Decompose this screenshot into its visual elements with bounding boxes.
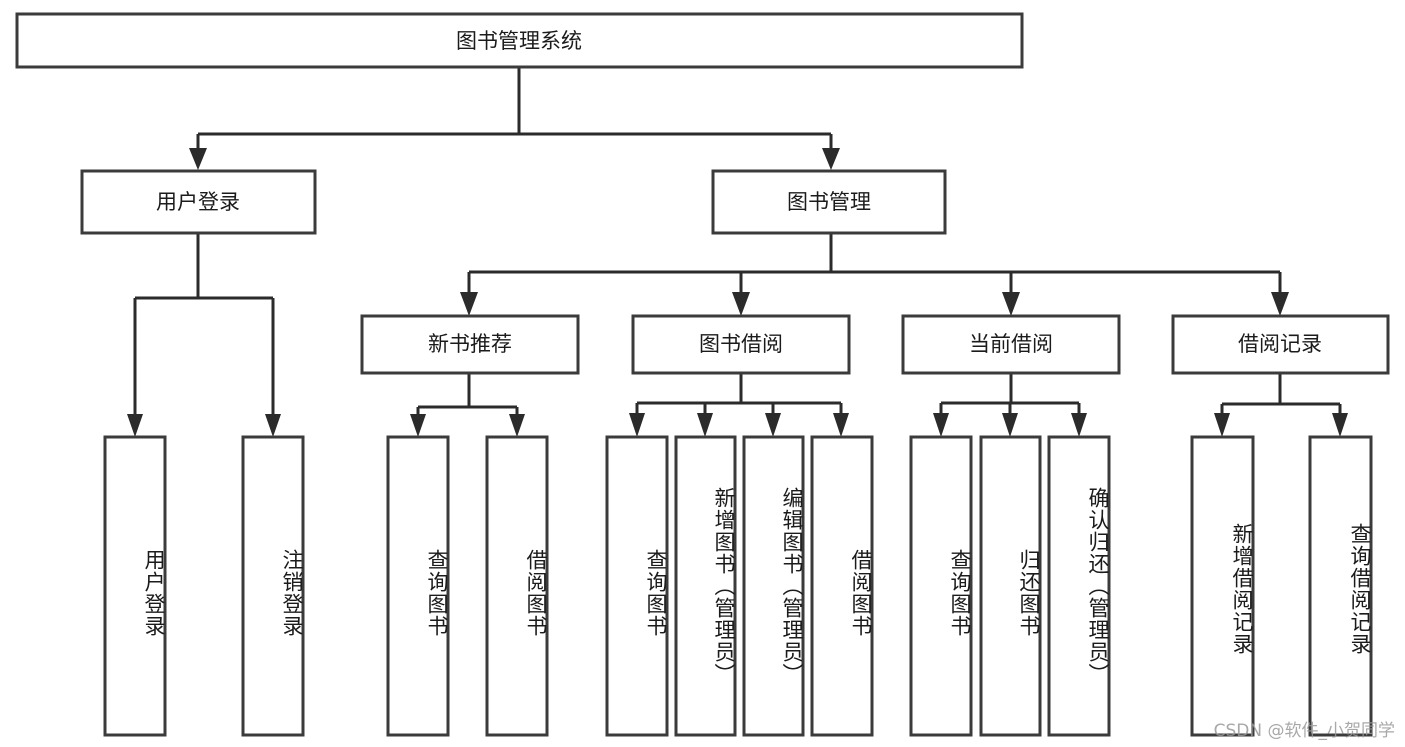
node-box-leaf-current-borrow-3[interactable] [1047,435,1111,737]
arrow-head-borrow-record-leaf-2 [1332,413,1348,437]
node-box-leaf-user-login-2[interactable] [241,435,305,737]
node-label-new-book-recommend: 新书推荐 [428,332,512,356]
node-box-leaf-current-borrow-1[interactable] [909,435,973,737]
node-box-leaf-book-borrow-1[interactable] [605,435,669,737]
arrow-head-to-book-manage [822,148,840,170]
connector-group-current-borrow-to-leaves [933,374,1087,437]
arrow-head-borrow-record-leaf-1 [1214,413,1230,437]
node-box-leaf-book-borrow-4[interactable] [810,435,874,737]
arrow-head-book-borrow-leaf-1 [629,413,645,437]
arrow-head-current-borrow-leaf-3 [1071,413,1087,437]
connector-group-book-borrow-to-leaves [629,374,849,437]
node-box-book-manage[interactable] [711,169,947,235]
node-box-leaf-new-book-2[interactable] [485,435,549,737]
arrow-head-to-book-borrow [732,292,750,316]
node-box-root[interactable] [15,12,1024,69]
node-box-leaf-borrow-record-2[interactable] [1308,435,1373,737]
arrow-head-user-login-leaf-2 [265,414,281,437]
node-label-root: 图书管理系统 [456,29,582,53]
arrow-head-book-borrow-leaf-4 [833,413,849,437]
arrow-head-to-borrow-record [1271,292,1289,316]
node-label-borrow-record: 借阅记录 [1238,332,1322,356]
node-box-current-borrow[interactable] [901,314,1121,375]
arrow-head-current-borrow-leaf-2 [1002,413,1018,437]
arrow-head-user-login-leaf-1 [127,414,143,437]
node-label-book-borrow: 图书借阅 [699,332,783,356]
node-box-leaf-new-book-1[interactable] [386,435,450,737]
node-box-new-book-recommend[interactable] [360,314,580,375]
node-box-leaf-book-borrow-2[interactable] [674,435,737,737]
arrow-head-current-borrow-leaf-1 [933,413,949,437]
arrow-head-new-book-leaf-2 [509,414,525,437]
node-box-borrow-record[interactable] [1171,314,1390,375]
node-box-book-borrow[interactable] [631,314,851,375]
arrow-head-to-new-book-recommend [460,292,478,316]
node-box-leaf-current-borrow-2[interactable] [979,435,1042,737]
node-box-user-login[interactable] [80,169,317,235]
node-box-leaf-book-borrow-3[interactable] [742,435,805,737]
connector-group-book-manage-to-level3 [460,233,1289,316]
arrow-head-book-borrow-leaf-3 [765,413,781,437]
node-label-current-borrow: 当前借阅 [969,332,1053,356]
node-box-leaf-borrow-record-1[interactable] [1190,435,1255,737]
connector-group-root-to-level2 [189,67,840,170]
csdn-watermark: CSDN @软件_小贺同学 [1213,721,1395,741]
node-label-user-login: 用户登录 [156,190,240,214]
arrow-head-book-borrow-leaf-2 [697,413,713,437]
arrow-head-to-current-borrow [1002,292,1020,316]
connector-group-user-login-to-leaves [127,233,281,437]
node-label-book-manage: 图书管理 [787,190,871,214]
connector-group-borrow-record-to-leaves [1214,374,1348,437]
arrow-head-to-user-login [189,148,207,170]
arrow-head-new-book-leaf-1 [410,414,426,437]
connector-group-new-book-recommend-to-leaves [410,374,525,437]
node-box-leaf-user-login-1[interactable] [103,435,167,737]
